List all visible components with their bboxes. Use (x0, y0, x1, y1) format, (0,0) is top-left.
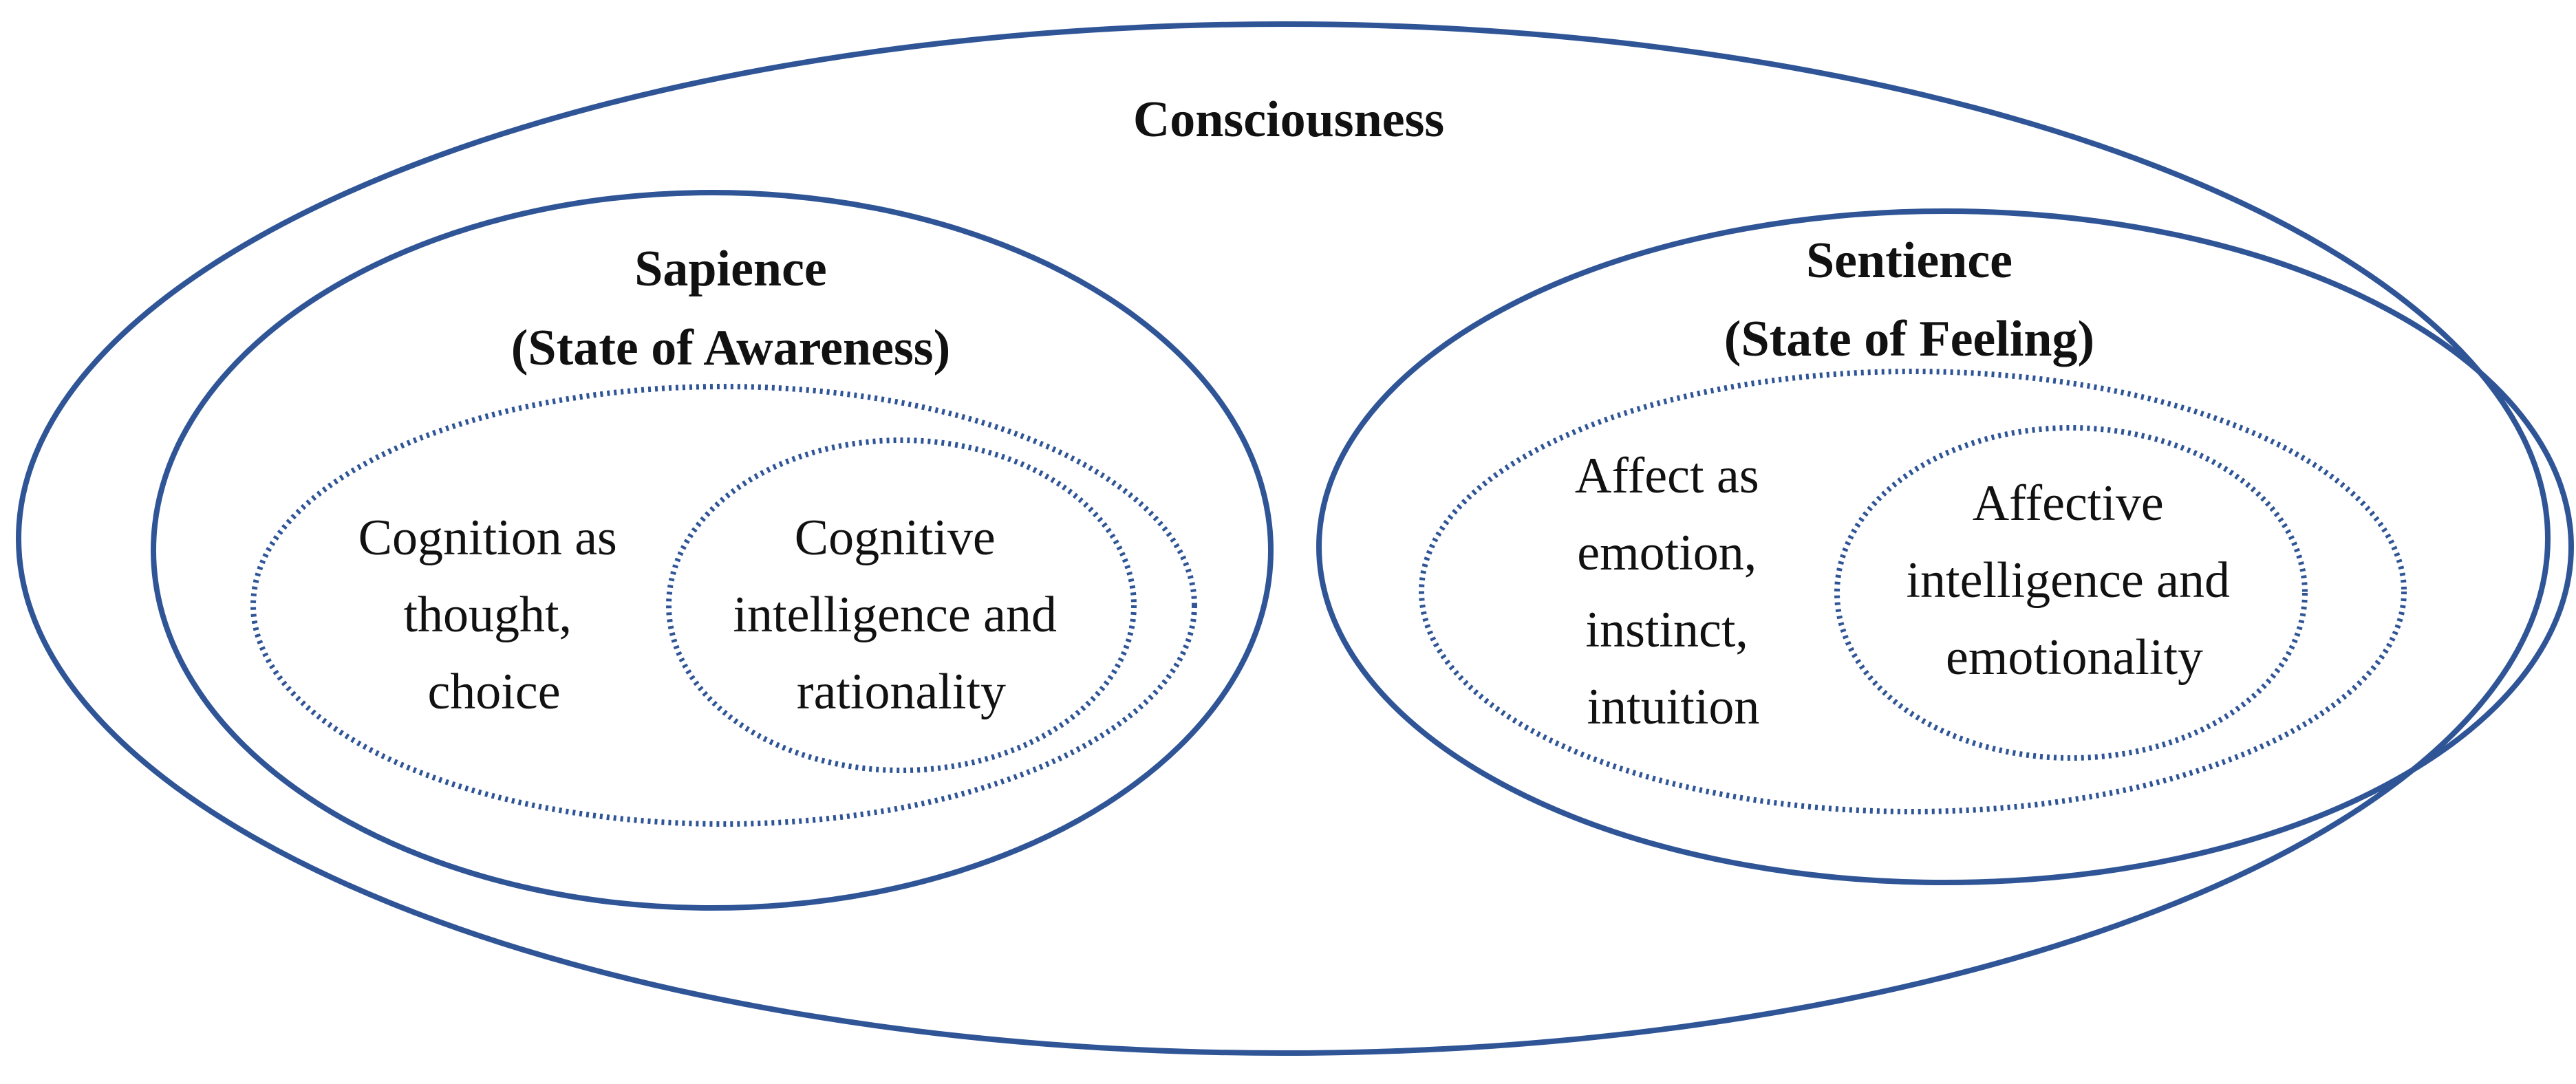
sapience-subtitle: (State of Awareness) (511, 320, 950, 376)
cognitive-intelligence-line: Cognitive (795, 510, 996, 566)
cognitive-intelligence-text: Cognitive intelligence and rationality (733, 510, 1069, 720)
affect-line: Affect as (1575, 448, 1759, 504)
affective-intelligence-line: emotionality (1946, 629, 2203, 686)
sentience-group: Sentience (State of Feeling) Affect as e… (1316, 208, 2574, 885)
cognitive-intelligence-line: rationality (797, 664, 1006, 720)
sapience-group: Sapience (State of Awareness) Cognition … (151, 190, 1274, 911)
sentience-ellipse (1316, 208, 2574, 885)
affect-line: emotion, (1577, 525, 1757, 581)
affective-intelligence-ellipse (1834, 425, 2308, 761)
affect-line: intuition (1587, 679, 1760, 735)
cognitive-intelligence-ellipse (666, 437, 1137, 773)
cognition-line: Cognition as (358, 510, 617, 566)
sapience-title: Sapience (634, 241, 827, 297)
consciousness-ellipse (16, 21, 2551, 1056)
cognition-line: choice (427, 664, 560, 720)
consciousness-title: Consciousness (1133, 91, 1444, 148)
affect-line: instinct, (1586, 602, 1748, 658)
sapience-ellipse (151, 190, 1274, 911)
cognition-text: Cognition as thought, choice (358, 510, 630, 720)
affective-intelligence-line: intelligence and (1906, 552, 2230, 609)
affect-text: Affect as emotion, instinct, intuition (1575, 448, 1772, 735)
sentience-subtitle: (State of Feeling) (1724, 311, 2094, 367)
cognition-ellipse (250, 384, 1197, 827)
affect-ellipse (1419, 369, 2407, 814)
cognition-line: thought, (403, 587, 572, 643)
sentience-title: Sentience (1806, 232, 2012, 289)
affective-intelligence-text: Affective intelligence and emotionality (1906, 475, 2242, 686)
affective-intelligence-line: Affective (1973, 475, 2164, 532)
cognitive-intelligence-line: intelligence and (733, 587, 1057, 643)
